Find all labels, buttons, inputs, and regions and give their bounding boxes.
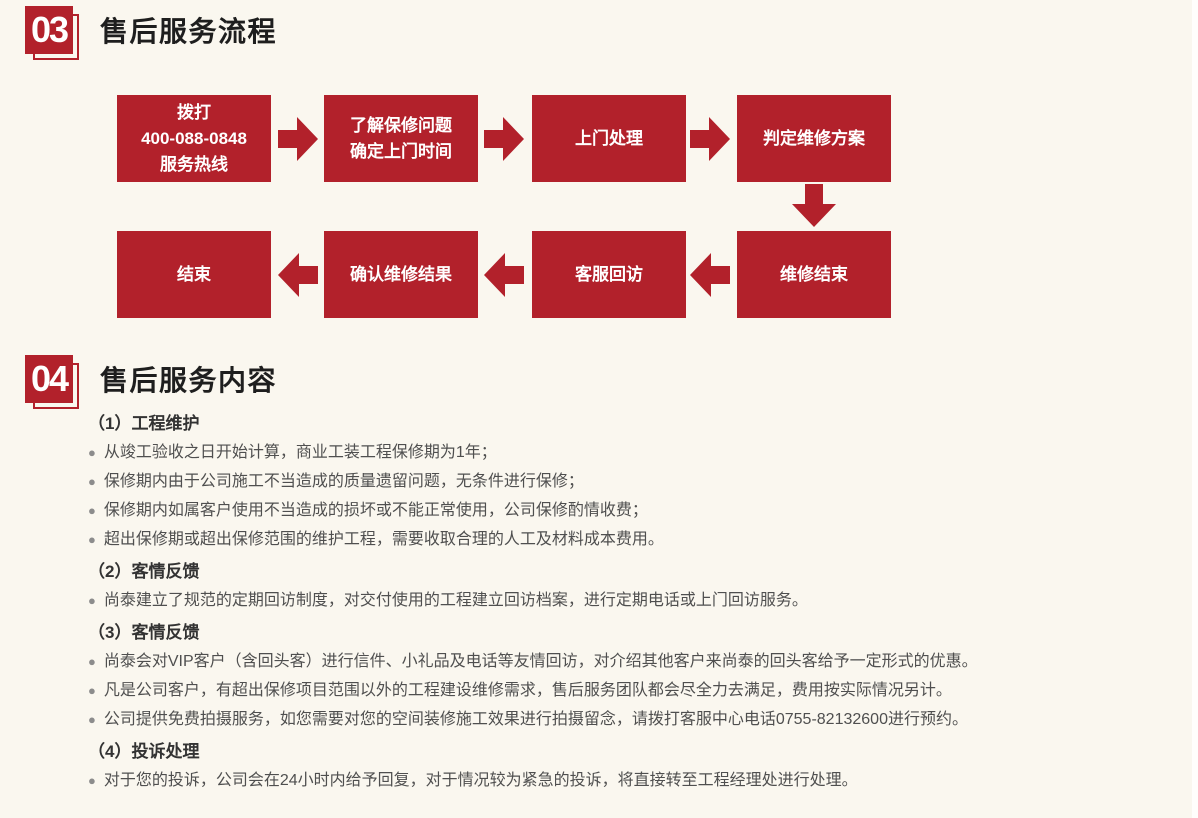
badge-square: 04 xyxy=(25,355,73,403)
flow-step-followup-call: 客服回访 xyxy=(532,231,686,318)
section-04-header: 04 售后服务内容 xyxy=(25,355,278,409)
flow-step-label: 判定维修方案 xyxy=(763,128,865,148)
page-right-edge xyxy=(1192,0,1198,818)
flow-step-label: 上门处理 xyxy=(575,128,643,148)
group-heading-customer-feedback-2: （3）客情反馈 xyxy=(88,623,200,642)
bullet-item-text: 从竣工验收之日开始计算，商业工装工程保修期为1年； xyxy=(103,444,497,461)
arrow-left-icon xyxy=(690,253,730,297)
arrow-right-icon xyxy=(484,117,524,161)
flow-step-label: 客服回访 xyxy=(575,264,643,284)
section-03-badge: 03 xyxy=(25,6,81,62)
flow-step-label: 结束 xyxy=(177,264,211,284)
arrow-down-icon xyxy=(792,184,836,227)
flow-step-confirm-visit-time: 了解保修问题 确定上门时间 xyxy=(324,95,478,182)
bullet-item-text: 超出保修期或超出保修范围的维护工程，需要收取合理的人工及材料成本费用。 xyxy=(103,531,664,548)
bullet-item-text: 凡是公司客户，有超出保修项目范围以外的工程建设维修需求，售后服务团队都会尽全力去… xyxy=(103,682,952,699)
group-heading-engineering-maintenance: （1）工程维护 xyxy=(88,414,200,433)
bullet-item: 对于您的投诉，公司会在24小时内给予回复，对于情况较为紧急的投诉，将直接转至工程… xyxy=(88,771,1160,791)
flow-step-label: 了解保修问题 确定上门时间 xyxy=(350,115,452,161)
bullet-icon xyxy=(88,591,96,611)
flow-step-end: 结束 xyxy=(117,231,271,318)
bullet-icon xyxy=(88,530,96,550)
bullet-item-text: 保修期内由于公司施工不当造成的质量遗留问题，无条件进行保修； xyxy=(103,473,584,490)
badge-number: 03 xyxy=(30,9,69,50)
bullet-item: 尚泰会对VIP客户（含回头客）进行信件、小礼品及电话等友情回访，对介绍其他客户来… xyxy=(88,652,1160,672)
bullet-icon xyxy=(88,652,96,672)
flow-step-label: 确认维修结果 xyxy=(350,264,452,284)
bullet-icon xyxy=(88,443,96,463)
bullet-item-text: 公司提供免费拍摄服务，如您需要对您的空间装修施工效果进行拍摄留念，请拨打客服中心… xyxy=(103,711,968,728)
bullet-item-text: 尚泰建立了规范的定期回访制度，对交付使用的工程建立回访档案，进行定期电话或上门回… xyxy=(103,592,808,609)
bullet-item: 保修期内由于公司施工不当造成的质量遗留问题，无条件进行保修； xyxy=(88,472,1160,492)
arrow-right-icon xyxy=(690,117,730,161)
badge-square: 03 xyxy=(25,6,73,54)
bullet-icon xyxy=(88,501,96,521)
bullet-item-text: 对于您的投诉，公司会在24小时内给予回复，对于情况较为紧急的投诉，将直接转至工程… xyxy=(103,772,858,789)
bullet-item: 从竣工验收之日开始计算，商业工装工程保修期为1年； xyxy=(88,443,1160,463)
bullet-icon xyxy=(88,681,96,701)
flow-step-confirm-repair-result: 确认维修结果 xyxy=(324,231,478,318)
bullet-item: 凡是公司客户，有超出保修项目范围以外的工程建设维修需求，售后服务团队都会尽全力去… xyxy=(88,681,1160,701)
section-03-header: 03 售后服务流程 xyxy=(25,6,278,60)
bullet-item: 超出保修期或超出保修范围的维护工程，需要收取合理的人工及材料成本费用。 xyxy=(88,530,1160,550)
bullet-item: 公司提供免费拍摄服务，如您需要对您的空间装修施工效果进行拍摄留念，请拨打客服中心… xyxy=(88,710,1160,730)
flow-step-dial-hotline: 拨打 400-088-0848 服务热线 xyxy=(117,95,271,182)
flow-step-determine-repair-plan: 判定维修方案 xyxy=(737,95,891,182)
bullet-icon xyxy=(88,771,96,791)
arrow-left-icon xyxy=(278,253,318,297)
group-heading-customer-feedback: （2）客情反馈 xyxy=(88,562,200,581)
service-process-flowchart: 拨打 400-088-0848 服务热线 了解保修问题 确定上门时间 上门处理 … xyxy=(0,0,1198,330)
bullet-item: 尚泰建立了规范的定期回访制度，对交付使用的工程建立回访档案，进行定期电话或上门回… xyxy=(88,591,1160,611)
bullet-item: 保修期内如属客户使用不当造成的损坏或不能正常使用，公司保修酌情收费； xyxy=(88,501,1160,521)
arrow-left-icon xyxy=(484,253,524,297)
bullet-item-text: 保修期内如属客户使用不当造成的损坏或不能正常使用，公司保修酌情收费； xyxy=(103,502,648,519)
flow-step-repair-finished: 维修结束 xyxy=(737,231,891,318)
flow-step-onsite-handling: 上门处理 xyxy=(532,95,686,182)
bullet-icon xyxy=(88,710,96,730)
bullet-icon xyxy=(88,472,96,492)
badge-number: 04 xyxy=(30,358,69,399)
arrow-right-icon xyxy=(278,117,318,161)
group-heading-complaint-handling: （4）投诉处理 xyxy=(88,742,200,761)
flow-step-label: 维修结束 xyxy=(780,264,848,284)
flow-step-label: 拨打 400-088-0848 服务热线 xyxy=(141,102,247,174)
section-04-title: 售后服务内容 xyxy=(100,365,278,396)
section-03-title: 售后服务流程 xyxy=(100,16,278,47)
bullet-item-text: 尚泰会对VIP客户（含回头客）进行信件、小礼品及电话等友情回访，对介绍其他客户来… xyxy=(103,653,978,670)
section-04-badge: 04 xyxy=(25,355,81,411)
service-content: （1）工程维护 从竣工验收之日开始计算，商业工装工程保修期为1年； 保修期内由于… xyxy=(88,414,1160,800)
